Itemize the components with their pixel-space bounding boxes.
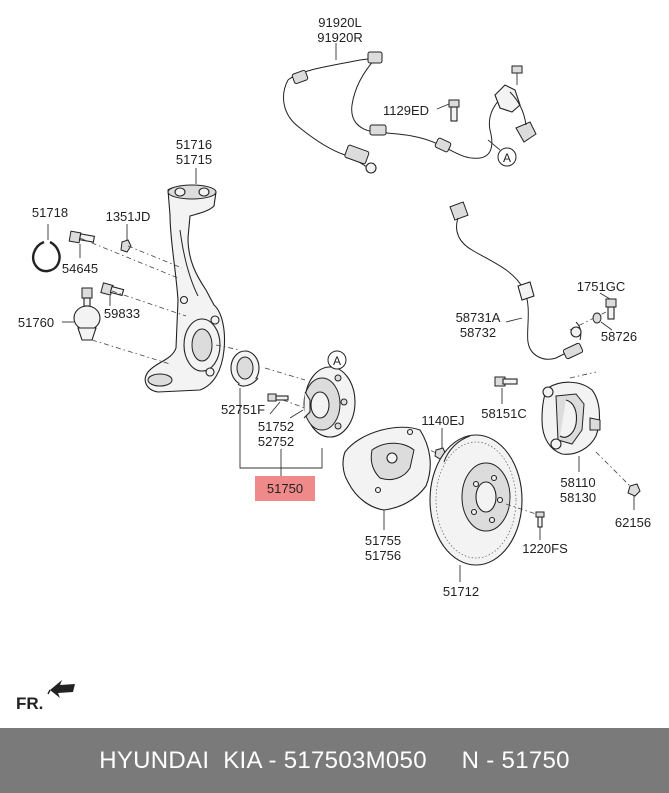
label-91920r: 91920R [317, 30, 363, 45]
bolt-62156 [627, 483, 641, 497]
nut-1351jd [120, 239, 132, 253]
brake-caliper [541, 381, 601, 455]
label-58130: 58130 [560, 490, 596, 505]
dust-shield [342, 426, 431, 511]
snap-ring [32, 240, 61, 273]
bolt-59833 [100, 282, 125, 297]
callout-a-top-text: A [503, 151, 511, 165]
bolt-1129ed [448, 99, 460, 122]
label-51750: 51750 [267, 481, 303, 496]
assembly-bracket [239, 408, 323, 476]
label-51712: 51712 [443, 584, 479, 599]
label-1129ed: 1129ED [383, 103, 429, 118]
hub-bolt [267, 393, 289, 402]
abs-sensor-wire [283, 51, 537, 174]
bolt-54645 [68, 230, 96, 244]
label-51715: 51715 [176, 152, 212, 167]
label-1140ej: 1140EJ [421, 413, 464, 428]
highlight-51750 [255, 476, 315, 501]
bolt-1751gc [605, 298, 617, 320]
exploded-view: 91920L 91920R 1129ED A 51716 51715 51718… [16, 15, 651, 713]
part-number-footer: HYUNDAI KIA - 517503M050 N - 51750 [0, 728, 669, 793]
label-58110: 58110 [560, 475, 595, 490]
label-58726: 58726 [601, 329, 637, 344]
footer-part-text: HYUNDAI KIA - 517503M050 N - 51750 [99, 747, 570, 774]
label-58151c: 58151C [481, 406, 527, 421]
callout-a-top [497, 147, 517, 167]
label-1751gc: 1751GC [577, 279, 625, 294]
front-arrow-icon [50, 680, 75, 698]
brake-disc [429, 434, 523, 566]
wheel-hub [303, 366, 356, 438]
label-51718: 51718 [32, 205, 68, 220]
label-1220fs: 1220FS [522, 541, 568, 556]
label-62156: 62156 [615, 515, 651, 530]
front-label: FR. [16, 694, 43, 713]
label-58731a: 58731A [456, 310, 501, 325]
label-52751f: 52751F [221, 402, 265, 417]
label-59833: 59833 [104, 306, 140, 321]
callout-a-hub-text: A [333, 354, 341, 368]
ball-joint [73, 287, 101, 341]
label-51760: 51760 [18, 315, 54, 330]
label-91920l: 91920L [318, 15, 361, 30]
front-direction-marker [47, 680, 75, 698]
screw-1220fs [535, 511, 545, 528]
label-52752: 52752 [258, 434, 294, 449]
bearing-seal [230, 350, 260, 387]
label-54645: 54645 [62, 261, 98, 276]
bleeder-58726 [592, 312, 602, 324]
label-58732: 58732 [460, 325, 496, 340]
steering-knuckle [144, 184, 226, 393]
bolt-58151c [494, 376, 518, 387]
label-51755: 51755 [365, 533, 401, 548]
label-51756: 51756 [365, 548, 401, 563]
brake-hose [449, 201, 584, 360]
label-51752: 51752 [258, 419, 294, 434]
label-1351jd: 1351JD [106, 209, 151, 224]
callout-a-hub [327, 350, 347, 370]
label-51716: 51716 [176, 137, 212, 152]
